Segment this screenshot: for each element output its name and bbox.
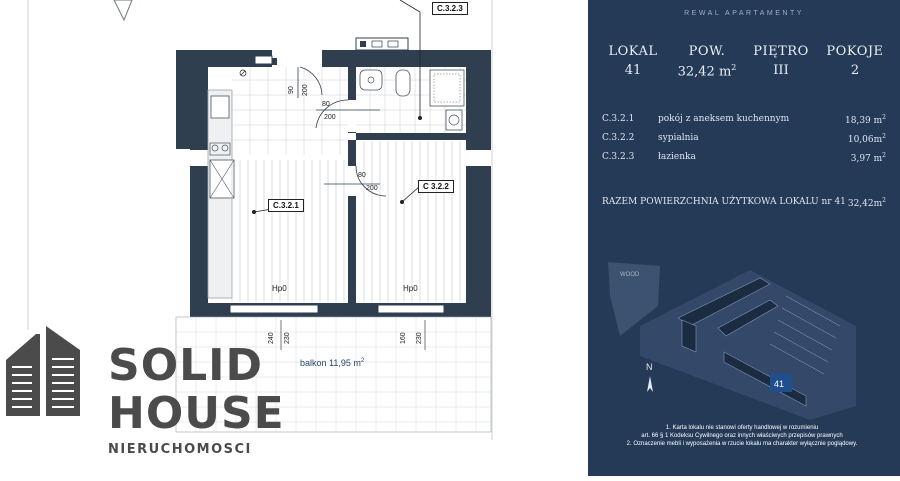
- balcony-label: balkon 11,95 m2: [300, 358, 364, 368]
- total-area-label: RAZEM POWIERZCHNIA UŻYTKOWA LOKALU nr 41: [602, 197, 846, 207]
- room-area: 18,39 m2: [816, 114, 886, 133]
- balcony-label-text: balkon 11,95 m: [300, 358, 361, 368]
- stat-area: POW. 32,42 m2: [672, 44, 742, 79]
- stat-label: PIĘTRO: [753, 44, 809, 59]
- total-area-row: RAZEM POWIERZCHNIA UŻYTKOWA LOKALU nr 41…: [602, 197, 886, 209]
- legal-note-line: art. 66 § 1 Kodeksu Cywilnego oraz innyc…: [641, 433, 843, 439]
- stat-label: LOKAL: [608, 44, 658, 59]
- room-row: C.3.2.3 łazienka 3,97 m2: [602, 152, 886, 171]
- unit-41-number: 41: [774, 379, 784, 389]
- room-name: sypialnia: [658, 133, 699, 143]
- stat-value-text: 32,42 m: [677, 64, 732, 80]
- dim-window-width-right: 160: [400, 332, 407, 344]
- floor-plan: C.3.2.3 C.3.2.1 C 3.2.2 90 200 80 200 80…: [27, 0, 493, 440]
- stat-rooms: POKOJE 2: [820, 44, 890, 79]
- room-area-text: 18,39 m: [845, 116, 883, 126]
- room-code: C.3.2.2: [602, 133, 635, 143]
- total-area-value-text: 32,42m: [847, 199, 883, 209]
- room-area-text: 3,97 m: [850, 154, 883, 164]
- legal-notes: 1. Karta lokalu nie stanowi oferty handl…: [592, 424, 892, 448]
- site-plot: [640, 270, 856, 420]
- solid-house-logo: [0, 320, 290, 476]
- room-area: 10,06m2: [816, 133, 886, 152]
- legal-note-line: 2. Oznaczenie mebli i wyposażenia w rzuc…: [626, 441, 858, 447]
- room-row: C.3.2.1 pokój z aneksem kuchennym 18,39 …: [602, 114, 886, 133]
- room-list: C.3.2.1 pokój z aneksem kuchennym 18,39 …: [602, 114, 886, 171]
- stat-value: 2: [850, 63, 860, 78]
- stat-floor: PIĘTRO III: [746, 44, 816, 79]
- room-area-sup: 2: [882, 152, 886, 159]
- stat-value-sup: 2: [731, 63, 737, 72]
- room-name: pokój z aneksem kuchennym: [658, 114, 790, 124]
- dim-door-width-entry: 90: [288, 86, 295, 94]
- legal-note-line: 1. Karta lokalu nie stanowi oferty handl…: [665, 425, 819, 431]
- stat-label: POW.: [688, 44, 726, 59]
- stat-lokal: LOKAL 41: [598, 44, 668, 79]
- stat-value: III: [773, 63, 789, 78]
- room-area-sup: 2: [882, 133, 886, 140]
- room-name: łazienka: [658, 152, 696, 162]
- north-letter: N: [646, 362, 653, 372]
- living-room-tag: C.3.2.1: [268, 199, 304, 212]
- dim-door-width-bath: 80: [322, 101, 330, 108]
- logo-word-solid: SOLID: [108, 340, 264, 391]
- room-area-sup: 2: [882, 114, 886, 121]
- logo-word-house: HOUSE: [108, 388, 285, 439]
- building-middle: [717, 299, 779, 337]
- wood-area: [608, 262, 660, 336]
- room-area: 3,97 m2: [816, 152, 886, 171]
- dim-door-width-bedroom: 80: [358, 172, 366, 179]
- bedroom-room-tag: C 3.2.2: [418, 180, 454, 193]
- unit-41-badge: [770, 374, 792, 392]
- building-logo-icon: [6, 326, 80, 416]
- total-area-value-sup: 2: [882, 197, 886, 204]
- stat-value: 32,42 m2: [672, 63, 742, 79]
- building-west: [681, 319, 697, 353]
- stat-value: 41: [624, 63, 642, 78]
- window-label-right: Hp0: [403, 284, 418, 293]
- north-arrow-icon: [647, 376, 653, 392]
- site-map: WOOD 41 N: [608, 262, 856, 420]
- wood-label: WOOD: [620, 272, 640, 278]
- panel-brand: REWAL APARTAMENTY: [684, 10, 804, 17]
- room-code: C.3.2.1: [602, 114, 635, 124]
- logo-word-nieruchomosci: NIERUCHOMOSCI: [108, 442, 252, 457]
- room-code: C.3.2.3: [602, 152, 635, 162]
- dim-window-height-right: 230: [416, 332, 423, 344]
- stat-label: POKOJE: [826, 44, 884, 59]
- window-label-left: Hp0: [272, 284, 287, 293]
- dim-door-height-bedroom: 200: [366, 185, 378, 192]
- floor-plan-drawing: [27, 0, 493, 440]
- room-row: C.3.2.2 sypialnia 10,06m2: [602, 133, 886, 152]
- unit-stats: LOKAL 41 POW. 32,42 m2 PIĘTRO III POKOJE…: [596, 44, 892, 79]
- total-area-value: 32,42m2: [848, 197, 886, 209]
- balcony-label-sup: 2: [360, 358, 365, 364]
- room-area-text: 10,06m: [847, 135, 883, 145]
- dim-door-height-bath: 200: [324, 114, 336, 121]
- dim-door-height-entry: 200: [302, 84, 309, 96]
- bathroom-room-tag: C.3.2.3: [432, 2, 468, 15]
